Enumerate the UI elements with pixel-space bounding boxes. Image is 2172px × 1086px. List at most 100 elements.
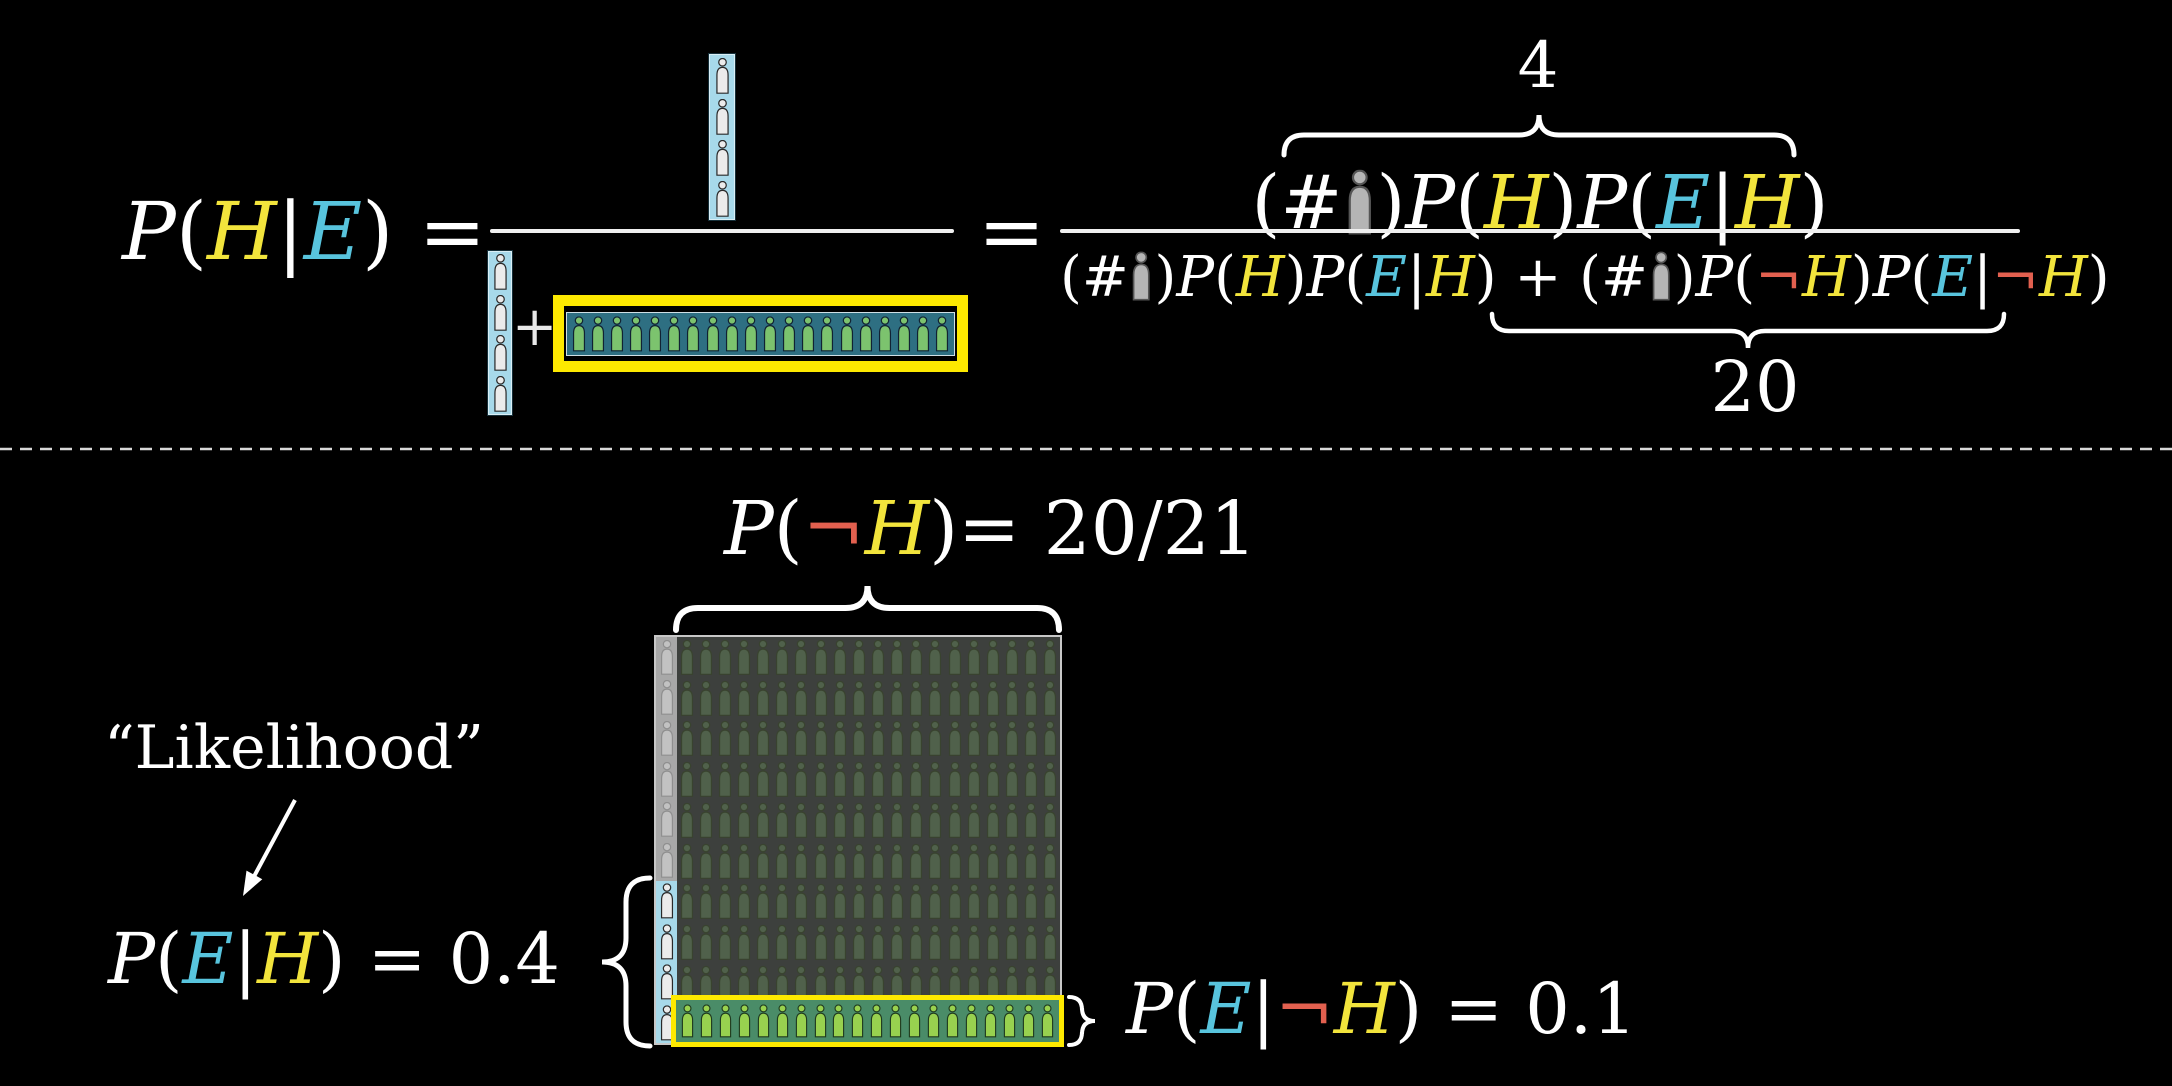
person-icon (966, 883, 982, 920)
person-icon (1023, 802, 1039, 839)
formula-token: P (1126, 968, 1174, 1050)
person-icon (889, 720, 905, 757)
person-icon (679, 680, 695, 717)
person-icon (717, 924, 733, 961)
person-icon (793, 720, 809, 757)
person-icon (813, 802, 829, 839)
person-icon (755, 843, 771, 880)
formula-token: ) (1799, 160, 1829, 246)
person-icon (705, 315, 721, 353)
person-icon (832, 639, 848, 676)
formula-token: ( (1627, 160, 1657, 246)
grid-overbrace (673, 585, 1062, 633)
person-icon (832, 843, 848, 880)
person-icon (870, 761, 886, 798)
person-icon (698, 761, 714, 798)
formula-token: ) = 0.4 (318, 918, 560, 1000)
formula-token: H (864, 486, 930, 572)
person-icon (889, 802, 905, 839)
person-icon (1130, 251, 1152, 301)
formula-token: ( (1173, 968, 1201, 1050)
person-icon (851, 883, 867, 920)
formula-token: | (1251, 968, 1276, 1050)
person-icon (832, 883, 848, 920)
person-icon (1023, 639, 1039, 676)
person-icon (851, 680, 867, 717)
person-icon (1021, 1003, 1036, 1039)
person-icon (679, 761, 695, 798)
person-icon (870, 883, 886, 920)
person-icon (1042, 843, 1058, 880)
person-icon (813, 639, 829, 676)
formula-token: ) (1154, 245, 1177, 310)
person-icon (755, 924, 771, 961)
person-icon (983, 1003, 998, 1039)
formula-token: E (1656, 160, 1711, 246)
person-icon (1042, 680, 1058, 717)
person-icon (774, 883, 790, 920)
person-icon (698, 883, 714, 920)
person-icon (659, 640, 675, 675)
population-grid (654, 635, 1062, 1045)
person-icon (680, 1003, 695, 1039)
person-icon (698, 924, 714, 961)
formula-token: (# (1251, 160, 1343, 246)
formula-token: ) (1376, 160, 1406, 246)
person-icon (736, 924, 752, 961)
person-icon (851, 761, 867, 798)
prior-not-h-formula: P(¬H)= 20/21 (724, 492, 1257, 566)
person-icon (1002, 1003, 1017, 1039)
formula-token: ¬ (1992, 245, 2039, 310)
person-icon (985, 924, 1001, 961)
person-icon (793, 761, 809, 798)
person-icon (679, 802, 695, 839)
person-icon (698, 639, 714, 676)
formula-token: ( (1344, 245, 1367, 310)
likelihood-label: “Likelihood” (104, 713, 484, 783)
person-icon (889, 924, 905, 961)
formula-token: P (108, 918, 156, 1000)
person-icon (1023, 761, 1039, 798)
person-icon (947, 680, 963, 717)
person-icon (714, 58, 731, 94)
person-icon (1004, 720, 1020, 757)
numerator-count-label: 4 (1517, 29, 1559, 103)
fraction-bar (1060, 229, 2020, 233)
person-icon (966, 802, 982, 839)
person-icon (915, 315, 931, 353)
numerator-overbrace (1281, 114, 1797, 158)
person-icon (679, 883, 695, 920)
person-icon (1004, 761, 1020, 798)
person-icon (774, 924, 790, 961)
person-icon (1040, 1003, 1055, 1039)
formula-token: P (1872, 245, 1911, 310)
person-icon (888, 1003, 903, 1039)
formula-token: ) (1673, 245, 1696, 310)
person-icon (659, 721, 675, 756)
person-icon (947, 761, 963, 798)
person-icon (985, 720, 1001, 757)
person-icon (1023, 883, 1039, 920)
person-icon (985, 639, 1001, 676)
person-icon (774, 843, 790, 880)
formula-token: ) (1548, 160, 1578, 246)
person-icon (743, 315, 759, 353)
person-icon (947, 720, 963, 757)
formula-token: ) (1474, 245, 1497, 310)
evidence-box (553, 295, 968, 372)
person-icon (659, 762, 675, 797)
person-icon (698, 680, 714, 717)
population-row (677, 882, 1060, 922)
person-icon (851, 639, 867, 676)
formula-token: ¬ (1275, 968, 1334, 1050)
formula-token: = 20/21 (958, 486, 1257, 572)
formula-token: P (1577, 160, 1628, 246)
formula-token: E (1366, 245, 1408, 310)
hypothesis-column (656, 637, 677, 1043)
numerator-people-strip (708, 53, 736, 221)
denominator-people-strip (487, 250, 513, 416)
person-icon (736, 639, 752, 676)
person-icon (793, 639, 809, 676)
person-icon (832, 680, 848, 717)
person-icon (647, 315, 663, 353)
